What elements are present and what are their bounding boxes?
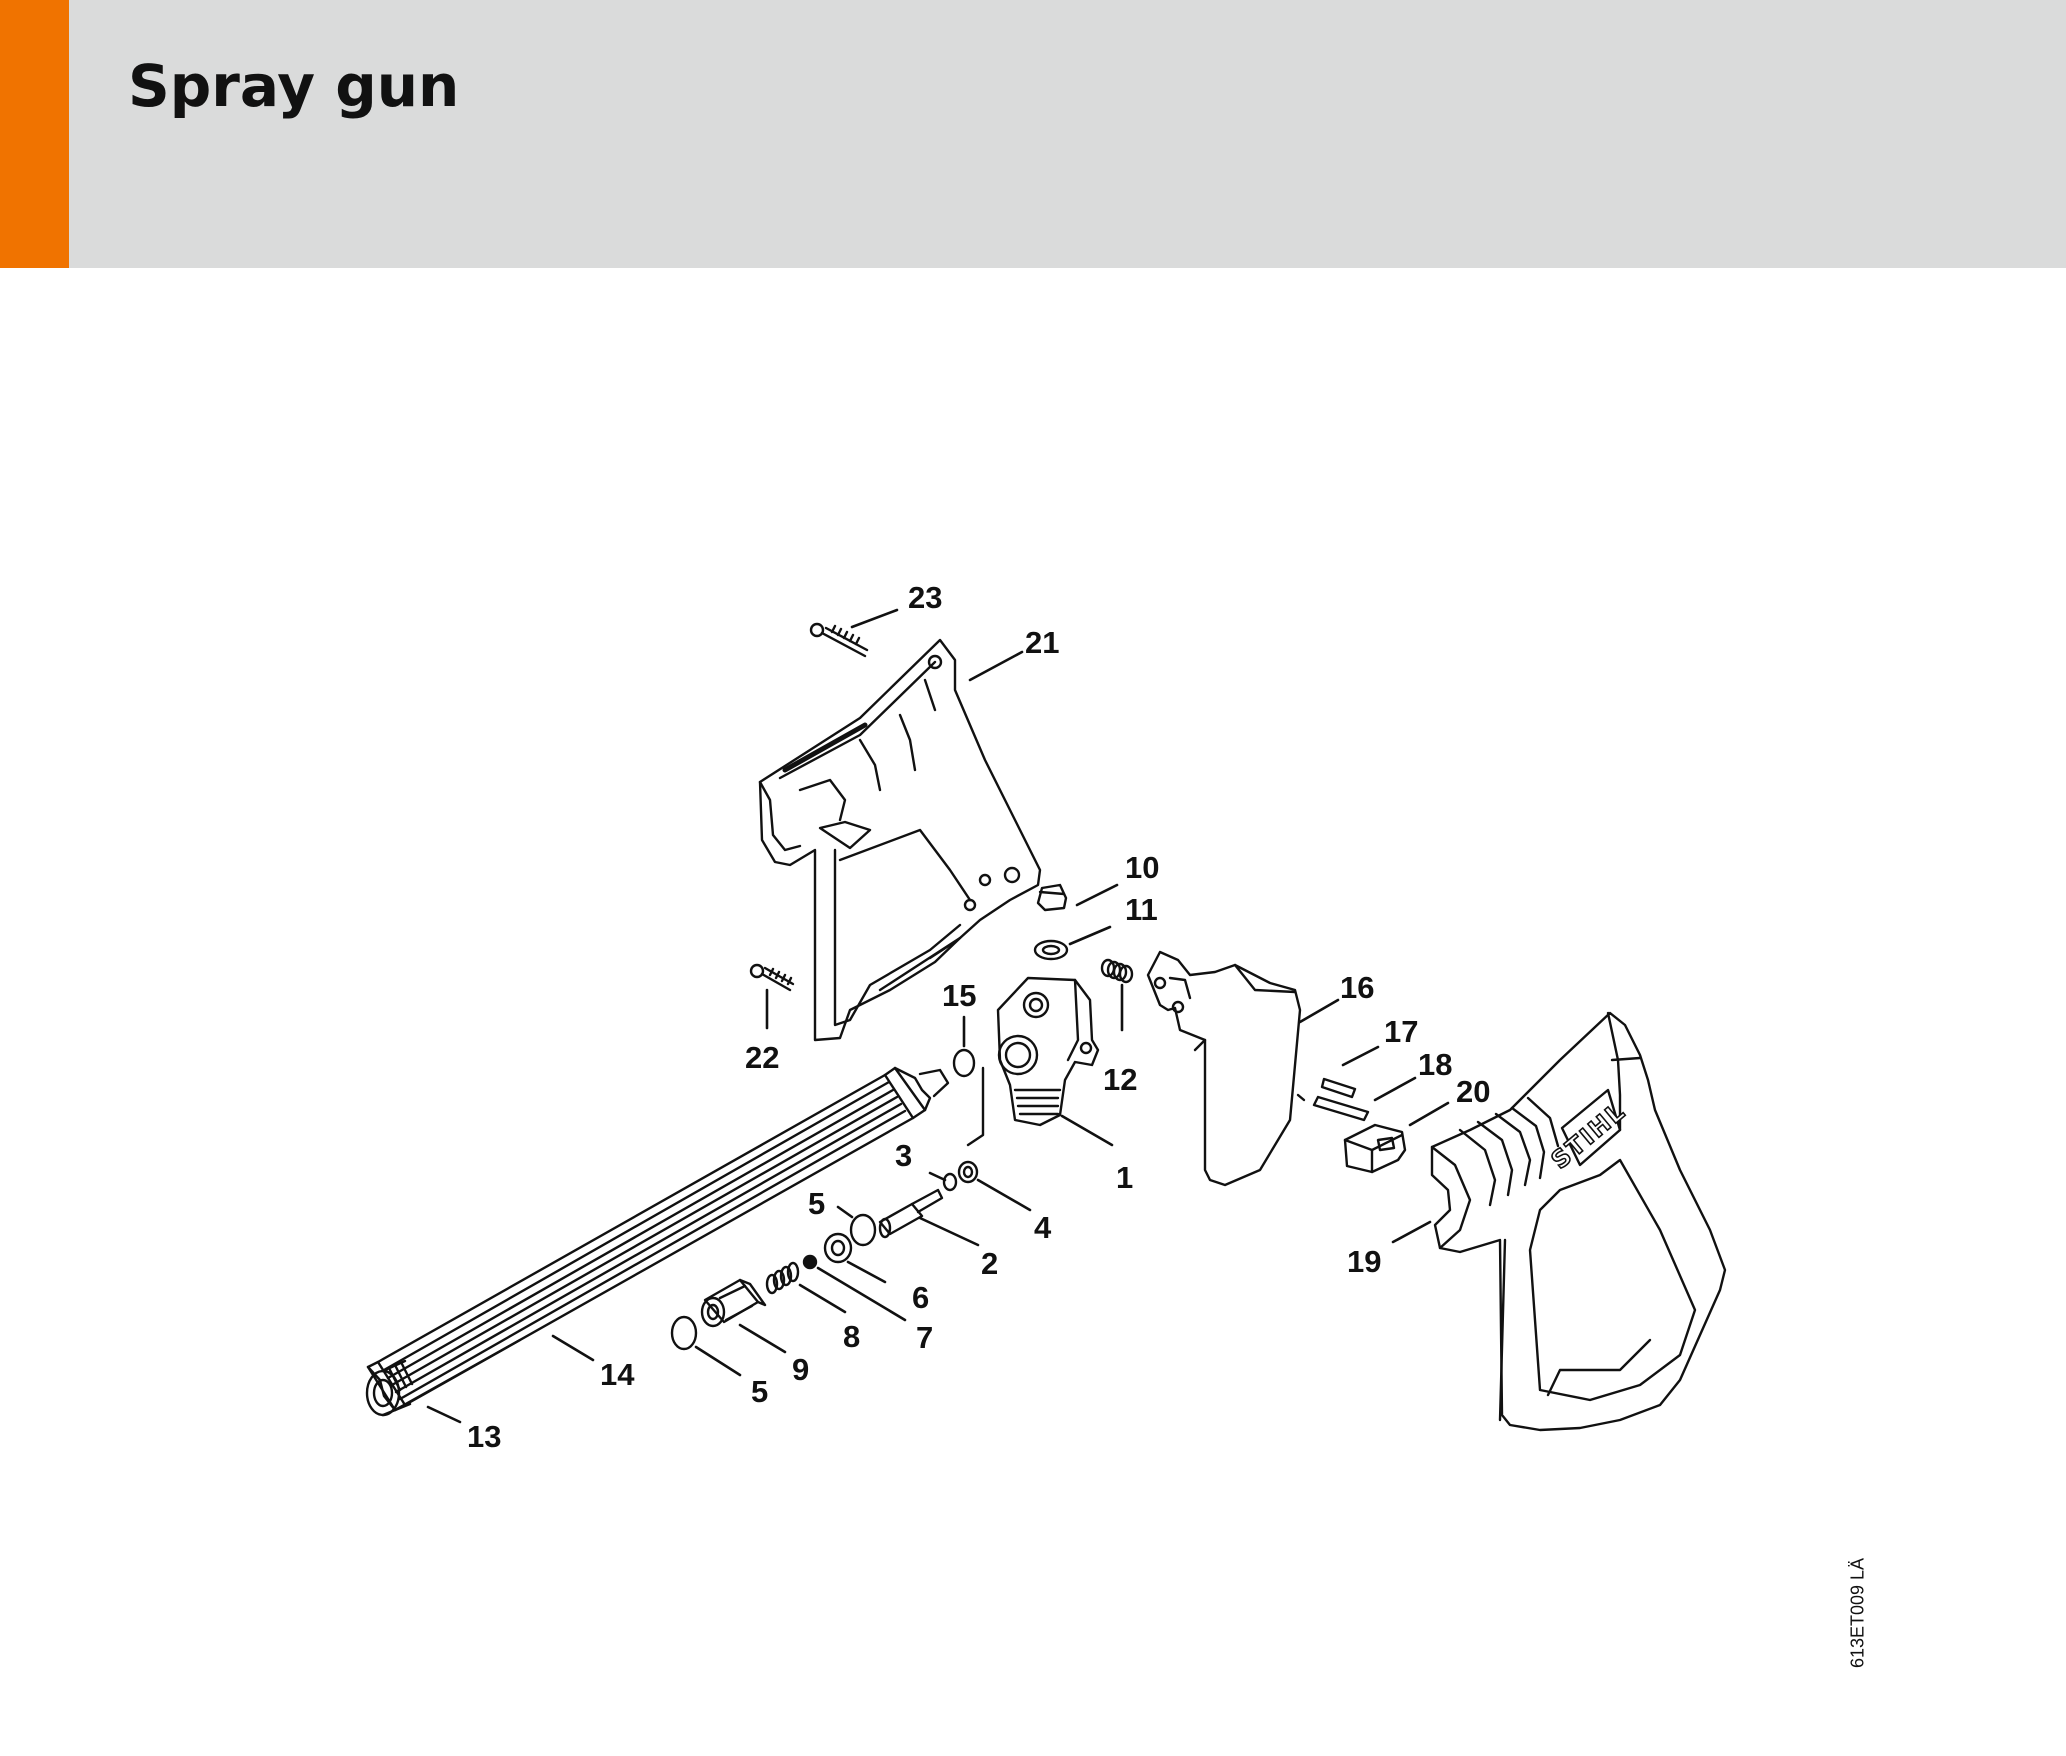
trigger-part — [1148, 952, 1304, 1185]
lock-part — [1345, 1125, 1405, 1172]
callout-6: 6 — [912, 1280, 929, 1315]
callout-17: 17 — [1384, 1014, 1418, 1049]
callout-9: 9 — [792, 1352, 809, 1387]
screw-top-part — [811, 624, 867, 656]
o-ring-lower-part — [672, 1317, 696, 1349]
washer-part — [1035, 941, 1067, 959]
callout-1: 1 — [1116, 1160, 1133, 1195]
o-ring-upper-part — [954, 1050, 974, 1076]
callout-7: 7 — [916, 1320, 933, 1355]
seal-washer-part — [825, 1234, 851, 1262]
valve-body-part — [968, 978, 1098, 1145]
callout-14: 14 — [600, 1357, 635, 1392]
callout-5-upper: 5 — [808, 1186, 825, 1221]
o-ring-middle-part — [851, 1215, 875, 1245]
callout-5-lower: 5 — [751, 1374, 768, 1409]
callout-15: 15 — [942, 978, 976, 1013]
threaded-nipple-part — [367, 1361, 412, 1415]
small-ring-part — [944, 1174, 956, 1190]
callout-23: 23 — [908, 580, 942, 615]
brand-text: STIHL — [1546, 1097, 1631, 1175]
valve-seat-part — [702, 1280, 765, 1326]
pin-part — [1322, 1079, 1355, 1097]
screw-bottom-part — [751, 965, 793, 990]
page-title: Spray gun — [128, 52, 460, 120]
callout-19: 19 — [1347, 1244, 1381, 1279]
lance-tube-part — [368, 1068, 948, 1410]
callout-11: 11 — [1125, 892, 1158, 927]
callout-13: 13 — [467, 1419, 501, 1454]
housing-half-upper-part — [760, 640, 1040, 1040]
callout-16: 16 — [1340, 970, 1374, 1005]
callout-8: 8 — [843, 1319, 860, 1354]
orange-accent-bar — [0, 0, 69, 268]
callout-20: 20 — [1456, 1074, 1490, 1109]
ball-part — [804, 1256, 816, 1268]
callout-3: 3 — [895, 1138, 912, 1173]
spring-small-part — [1102, 960, 1132, 982]
pin-long-part — [1314, 1097, 1368, 1120]
housing-half-lower-part — [1432, 1013, 1725, 1430]
small-ring-2-part — [959, 1162, 977, 1182]
drawing-reference: 613ET009 LÄ — [1842, 1548, 1874, 1678]
callout-12: 12 — [1103, 1062, 1137, 1097]
callout-10: 10 — [1125, 850, 1159, 885]
header-band — [0, 0, 2066, 268]
valve-stem-part — [880, 1190, 942, 1237]
callout-22: 22 — [745, 1040, 779, 1075]
plug-part — [1038, 885, 1066, 910]
leader-lines — [426, 608, 1450, 1424]
callout-18: 18 — [1418, 1047, 1452, 1082]
spring-part — [767, 1263, 798, 1293]
callout-4: 4 — [1034, 1210, 1052, 1245]
drawing-reference-text: 613ET009 LÄ — [1847, 1557, 1868, 1669]
callout-21: 21 — [1025, 625, 1059, 660]
callout-2: 2 — [981, 1246, 998, 1281]
